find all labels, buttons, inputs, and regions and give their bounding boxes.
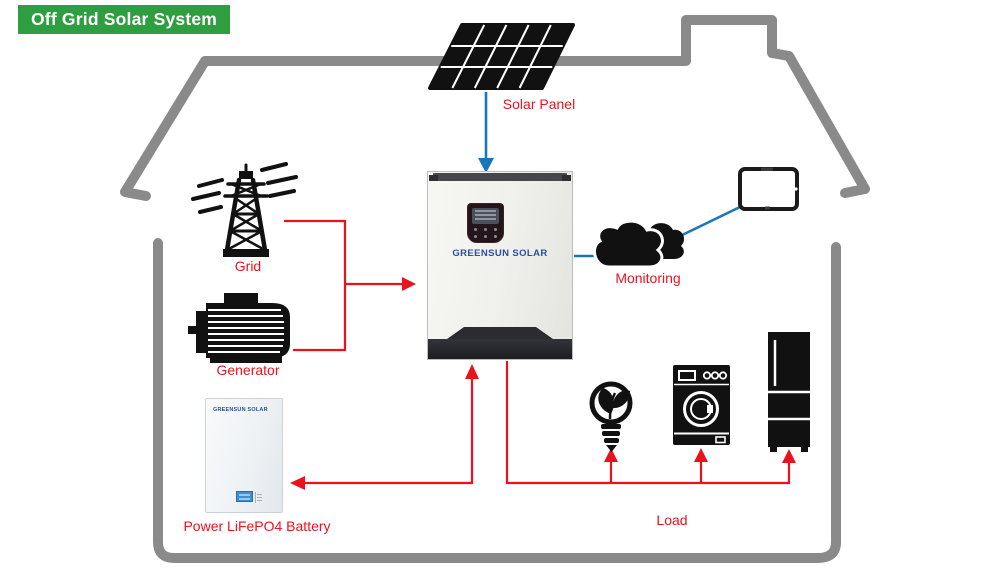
arrow-into-washer	[694, 448, 708, 462]
roof-path	[120, 15, 870, 201]
arrow-into-bulb	[604, 448, 618, 462]
refrigerator-icon	[768, 332, 810, 452]
arrow-into-inverter-bottom	[465, 364, 479, 379]
house-outline	[120, 15, 870, 563]
battery-inverter-line	[304, 378, 474, 485]
page-title: Off Grid Solar System	[18, 5, 231, 34]
generator-icon	[188, 293, 290, 363]
inverter-bracket-tab-right	[562, 175, 571, 181]
grid-label: Grid	[234, 258, 262, 274]
arrow-into-inverter-left	[402, 277, 416, 291]
arrow-into-fridge	[782, 449, 796, 463]
grid-generator-bus	[284, 219, 347, 352]
arrow-into-battery	[290, 476, 305, 490]
inverter-button	[474, 235, 477, 238]
inverter-vent-trapezoid	[447, 327, 553, 339]
inverter-button	[474, 228, 477, 231]
inverter-bracket-tab-left	[429, 175, 438, 181]
monitoring-cloud-icon	[593, 219, 685, 269]
inverter-button	[484, 235, 487, 238]
battery-lcd	[236, 491, 253, 502]
generator-label: Generator	[216, 362, 280, 378]
inverter-brand-text: GREENSUN SOLAR	[452, 248, 548, 259]
inverter-to-load-line	[505, 361, 791, 485]
inverter-button	[494, 228, 497, 231]
red-arrowheads	[290, 277, 796, 490]
battery-label: Power LiFePO4 Battery	[183, 518, 331, 534]
tablet-icon	[738, 167, 799, 211]
load-label: Load	[656, 512, 688, 528]
inverter-button	[494, 235, 497, 238]
inverter-bottom-panel	[428, 339, 572, 359]
battery-device: GREENSUN SOLAR	[205, 398, 283, 513]
battery-brand-text: GREENSUN SOLAR	[213, 407, 268, 413]
solar-panel-label: Solar Panel	[502, 96, 576, 112]
inverter-device: GREENSUN SOLAR	[427, 171, 573, 360]
arrow-into-inverter-top	[478, 158, 494, 173]
wall-path	[153, 238, 841, 563]
red-wiring	[284, 219, 791, 485]
inverter-lcd-screen	[472, 208, 499, 224]
battery-buttons	[255, 492, 263, 503]
eco-bulb-icon	[589, 381, 633, 452]
inverter-display	[467, 203, 504, 243]
grid-tower-icon	[191, 162, 298, 257]
washing-machine-icon	[673, 365, 730, 445]
solar-panel-icon	[428, 23, 575, 90]
cloud-to-tablet-line	[673, 204, 743, 241]
inverter-button	[484, 228, 487, 231]
inverter-mount-bracket	[433, 173, 567, 181]
monitoring-label: Monitoring	[615, 270, 681, 286]
